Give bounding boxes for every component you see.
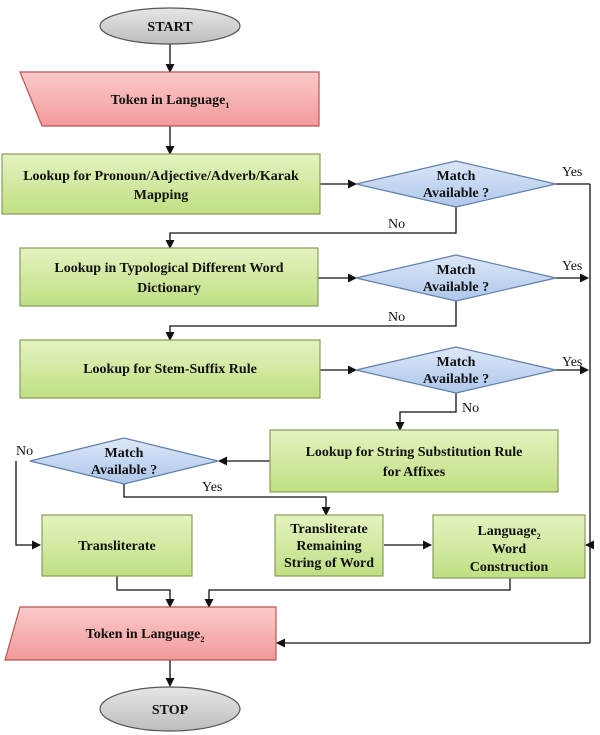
d4-no-label: No: [16, 444, 33, 459]
edge-decision4-yes: [123, 484, 331, 516]
d4-yes-label: Yes: [202, 480, 222, 495]
edge-decision1-no: [165, 207, 457, 249]
lookup4-process: Lookup for String Substitution Rule for …: [269, 429, 559, 493]
token2-label: Token in Language2: [86, 627, 205, 644]
d1-no-label: No: [388, 217, 405, 232]
remaining-line2: Remaining: [296, 539, 361, 554]
remaining-line3: String of Word: [284, 556, 374, 571]
d3-yes-label: Yes: [562, 355, 582, 370]
d1-yes-label: Yes: [562, 165, 582, 180]
decision4-line2: Available ?: [91, 463, 157, 478]
token1-io: Token in Language1: [19, 71, 320, 127]
start-label: START: [147, 20, 193, 35]
lookup1-line2: Mapping: [134, 188, 188, 203]
token2-io: Token in Language2: [4, 606, 277, 661]
lookup4-line1: Lookup for String Substitution Rule: [306, 445, 523, 460]
remaining-line1: Transliterate: [290, 522, 368, 537]
stop-terminal: STOP: [99, 686, 241, 732]
edge-decision4-no: [15, 461, 41, 550]
decision2: Match Available ?: [355, 254, 557, 302]
lookup1-line1: Lookup for Pronoun/Adjective/Adverb/Kara…: [23, 169, 299, 184]
stop-label: STOP: [152, 703, 189, 718]
connectors: [15, 44, 594, 687]
token1-label: Token in Language1: [111, 93, 230, 110]
decision1-line2: Available ?: [423, 186, 489, 201]
lookup4-line2: for Affixes: [383, 465, 446, 480]
lookup3-process: Lookup for Stem-Suffix Rule: [19, 339, 321, 399]
transliterate-remaining-process: Transliterate Remaining String of Word: [274, 514, 384, 577]
lookup2-process: Lookup in Typological Different Word Dic…: [19, 247, 319, 307]
decision2-line1: Match: [437, 263, 476, 278]
decision1-line1: Match: [437, 169, 476, 184]
edge-construction-token2: [204, 578, 511, 608]
lang2-construction-process: Language2 Word Construction: [432, 514, 586, 579]
transliterate-process: Transliterate: [41, 514, 193, 577]
lookup2-line2: Dictionary: [137, 281, 201, 296]
edge-decision2-no: [165, 301, 457, 341]
d3-no-label: No: [462, 401, 479, 416]
decision4-line1: Match: [105, 446, 144, 461]
decision2-line2: Available ?: [423, 280, 489, 295]
construction-line3: Construction: [470, 560, 549, 575]
construction-line1: Language2: [477, 524, 540, 541]
start-terminal: START: [99, 7, 241, 45]
d2-no-label: No: [388, 310, 405, 325]
decision3-line1: Match: [437, 355, 476, 370]
edge-transliterate-token2: [116, 576, 175, 608]
lookup2-line1: Lookup in Typological Different Word: [54, 261, 283, 276]
lookup1-process: Lookup for Pronoun/Adjective/Adverb/Kara…: [1, 153, 321, 215]
lookup3-label: Lookup for Stem-Suffix Rule: [83, 362, 257, 377]
decision3: Match Available ?: [355, 346, 557, 394]
edge-decision3-no: [395, 393, 457, 431]
construction-line2: Word: [492, 542, 526, 557]
decision3-line2: Available ?: [423, 372, 489, 387]
decision1: Match Available ?: [355, 160, 557, 208]
transliterate-label: Transliterate: [78, 539, 156, 554]
decision4: Match Available ?: [29, 437, 219, 485]
d2-yes-label: Yes: [562, 259, 582, 274]
